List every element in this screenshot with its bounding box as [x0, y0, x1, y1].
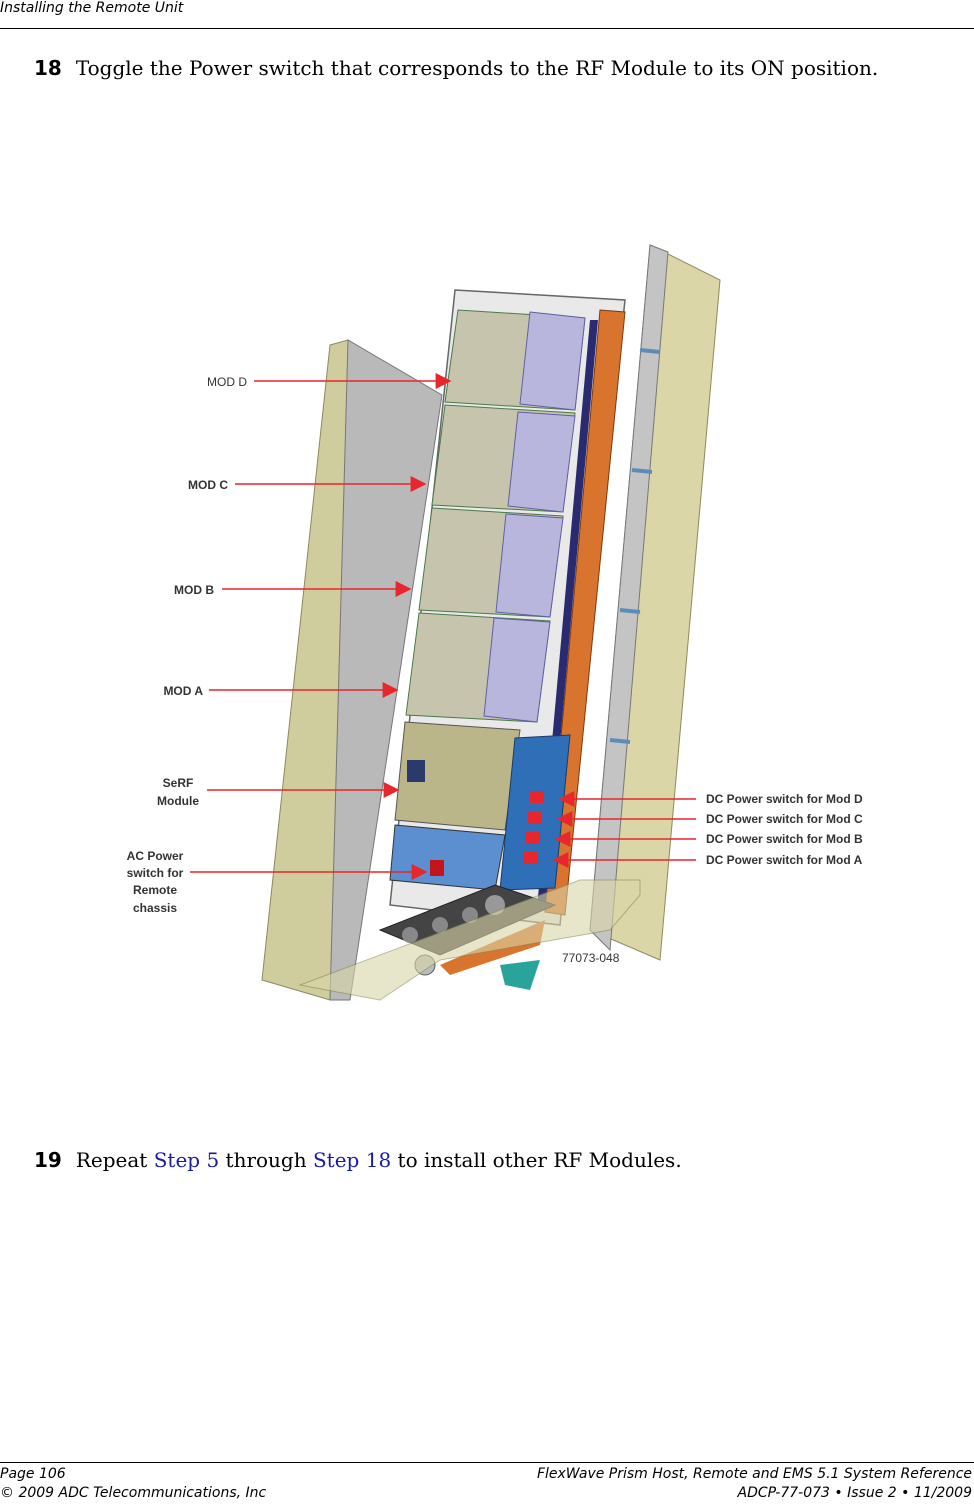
step-5-link[interactable]: Step 5: [153, 1148, 220, 1172]
label-mod-c: MOD C: [188, 478, 228, 492]
step-text: Toggle the Power switch that corresponds…: [75, 56, 879, 80]
label-ac-line1: AC Power: [127, 849, 184, 863]
header-rule: [0, 28, 974, 29]
step-text-pre: Repeat: [75, 1148, 154, 1172]
figure-id: 77073-048: [562, 951, 620, 965]
label-dc-mod-c: DC Power switch for Mod C: [706, 812, 863, 826]
label-dc-mod-b: DC Power switch for Mod B: [706, 832, 863, 846]
label-serf-line1: SeRF: [163, 776, 194, 790]
label-dc-mod-d: DC Power switch for Mod D: [706, 792, 863, 806]
label-mod-a: MOD A: [163, 684, 203, 698]
step-18-link[interactable]: Step 18: [312, 1148, 392, 1172]
step-number: 19: [34, 1148, 62, 1172]
step-text-mid: through: [219, 1148, 313, 1172]
page-number: Page 106: [0, 1466, 66, 1482]
label-serf-line2: Module: [157, 794, 199, 808]
copyright: © 2009 ADC Telecommunications, Inc: [0, 1485, 267, 1501]
label-dc-mod-a: DC Power switch for Mod A: [706, 853, 863, 867]
label-ac-line2: switch for: [127, 866, 184, 880]
remote-unit-figure: MOD D MOD C MOD B MOD A SeRF Module AC P…: [127, 244, 863, 1001]
label-mod-d: MOD D: [207, 375, 247, 389]
label-ac-line3: Remote: [133, 883, 177, 897]
step-text-post: to install other RF Modules.: [391, 1148, 682, 1172]
label-ac-line4: chassis: [133, 901, 177, 915]
document-title: FlexWave Prism Host, Remote and EMS 5.1 …: [536, 1466, 972, 1482]
step-19: 19 Repeat Step 5 through Step 18 to insta…: [34, 1148, 682, 1172]
step-18: 18 Toggle the Power switch that correspon…: [34, 56, 878, 80]
footer-rule: [0, 1462, 974, 1463]
document-id: ADCP-77-073 • Issue 2 • 11/2009: [737, 1485, 973, 1501]
label-mod-b: MOD B: [174, 583, 214, 597]
step-number: 18: [34, 56, 62, 80]
running-header: Installing the Remote Unit: [0, 0, 184, 16]
